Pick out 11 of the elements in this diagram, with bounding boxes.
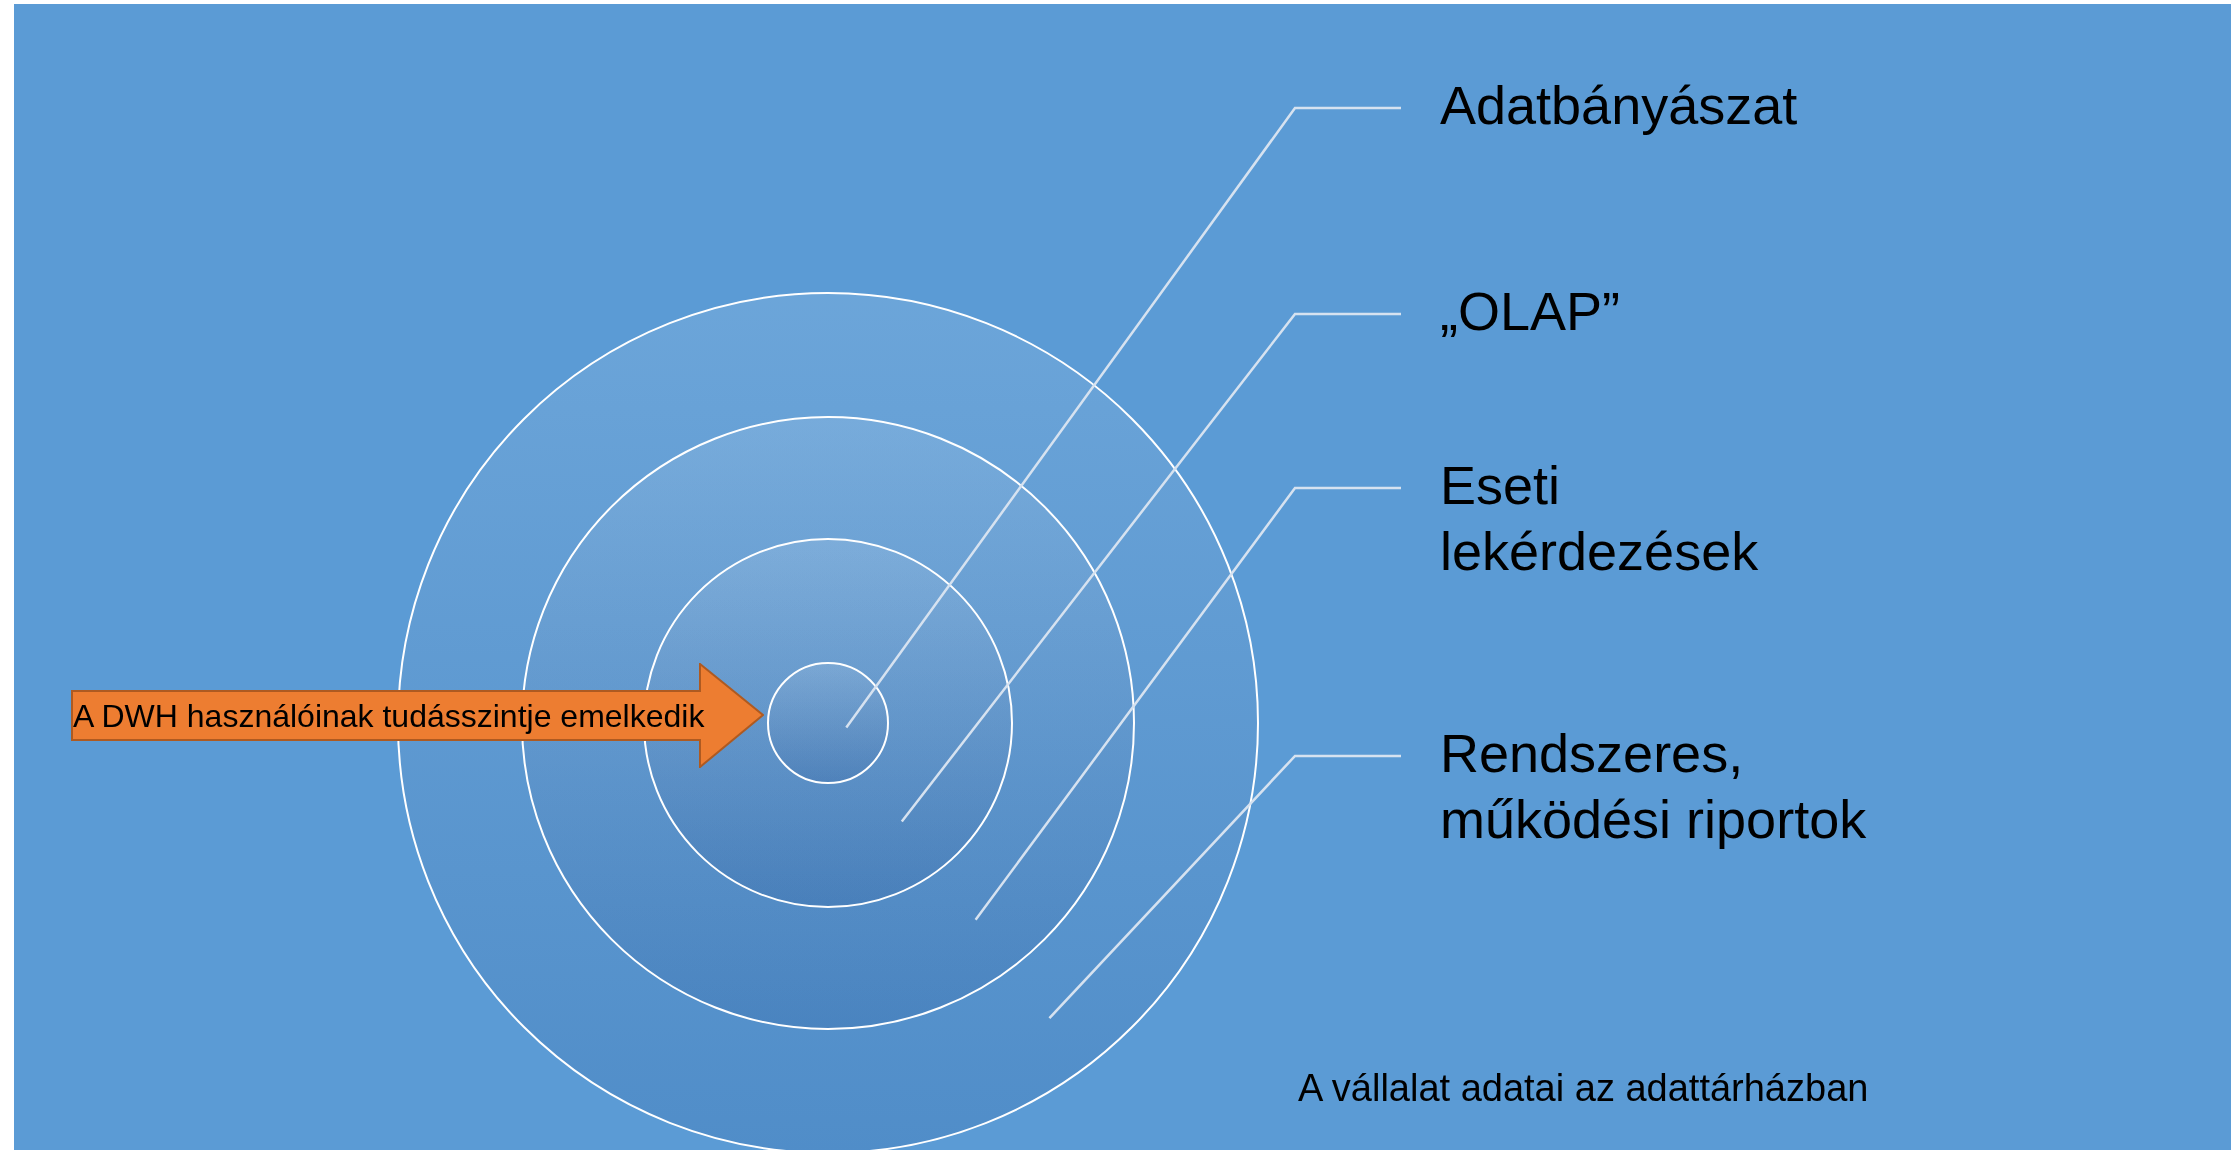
leader-line [974, 486, 1401, 921]
leader-line [900, 312, 1401, 823]
ring-label: Adatbányászat [1440, 72, 1940, 138]
ring-label: „OLAP” [1440, 278, 1840, 344]
leader-line [1048, 754, 1401, 1020]
caption-text: A vállalat adatai az adattárházban [1298, 1066, 1869, 1111]
arrow-label: A DWH használóinak tudásszintje emelkedik [73, 697, 705, 736]
block-arrow [71, 663, 764, 768]
ring-label: Eseti lekérdezések [1440, 452, 1770, 584]
leader-line [845, 106, 1401, 729]
ring-label: Rendszeres, működési riportok [1440, 720, 1900, 852]
